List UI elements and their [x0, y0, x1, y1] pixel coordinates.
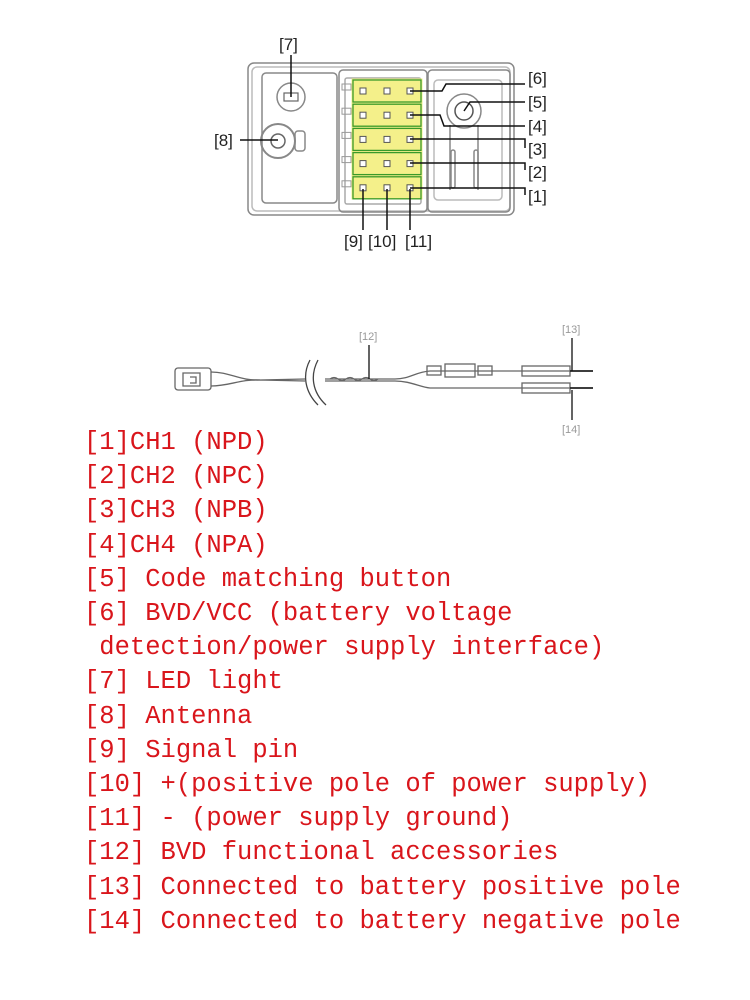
legend-list: [1]CH1 (NPD) [2]CH2 (NPC) [3]CH3 (NPB) […: [84, 426, 681, 939]
legend-item: [12] BVD functional accessories: [84, 838, 559, 868]
connector-plug-icon: [174, 367, 212, 391]
label-7: [7]: [279, 35, 298, 54]
pin: [383, 135, 391, 143]
pin: [359, 160, 367, 168]
receiver-diagram: [6] [5] [4] [3] [2] [1] [7] [8] [9] [10]…: [174, 35, 593, 436]
label-1: [1]: [528, 187, 547, 206]
label-9: [9]: [344, 232, 363, 251]
legend-item: [9] Signal pin: [84, 735, 299, 765]
legend-item: [2]CH2 (NPC): [84, 462, 268, 492]
legend-item: [10] +(positive pole of power supply): [84, 770, 651, 800]
label-3: [3]: [528, 140, 547, 159]
label-10: [10]: [368, 232, 396, 251]
legend-item: [11] - (power supply ground): [84, 804, 513, 834]
cable-leader-lines: [368, 338, 573, 420]
legend-item: [1]CH1 (NPD): [84, 428, 268, 457]
legend-item: detection/power supply interface): [84, 633, 605, 663]
label-12: [12]: [359, 331, 377, 343]
code-button-icon: [446, 93, 482, 190]
legend-item: [13] Connected to battery positive pole: [84, 872, 681, 902]
pin-header: [341, 78, 423, 200]
legend-item: [5] Code matching button: [84, 564, 452, 594]
legend-item: [8] Antenna: [84, 701, 253, 731]
leader-lines: [240, 55, 526, 230]
label-4: [4]: [528, 117, 547, 136]
pin: [359, 111, 367, 119]
antenna-icon: [260, 123, 306, 159]
label-14: [14]: [562, 424, 580, 436]
legend-item: [6] BVD/VCC (battery voltage: [84, 599, 513, 629]
label-8: [8]: [214, 131, 233, 150]
pin: [359, 87, 367, 95]
pin: [383, 160, 391, 168]
label-13: [13]: [562, 324, 580, 336]
pin: [383, 87, 391, 95]
legend-item: [3]CH3 (NPB): [84, 496, 268, 526]
pin: [359, 135, 367, 143]
cable-diagram: [174, 359, 593, 406]
label-2: [2]: [528, 163, 547, 182]
legend-item: [4]CH4 (NPA): [84, 530, 268, 560]
label-11: [11]: [405, 232, 432, 251]
legend-item: [7] LED light: [84, 667, 283, 697]
label-6: [6]: [528, 69, 547, 88]
pin: [383, 111, 391, 119]
legend-item: [14] Connected to battery negative pole: [84, 906, 681, 936]
label-5: [5]: [528, 93, 547, 112]
